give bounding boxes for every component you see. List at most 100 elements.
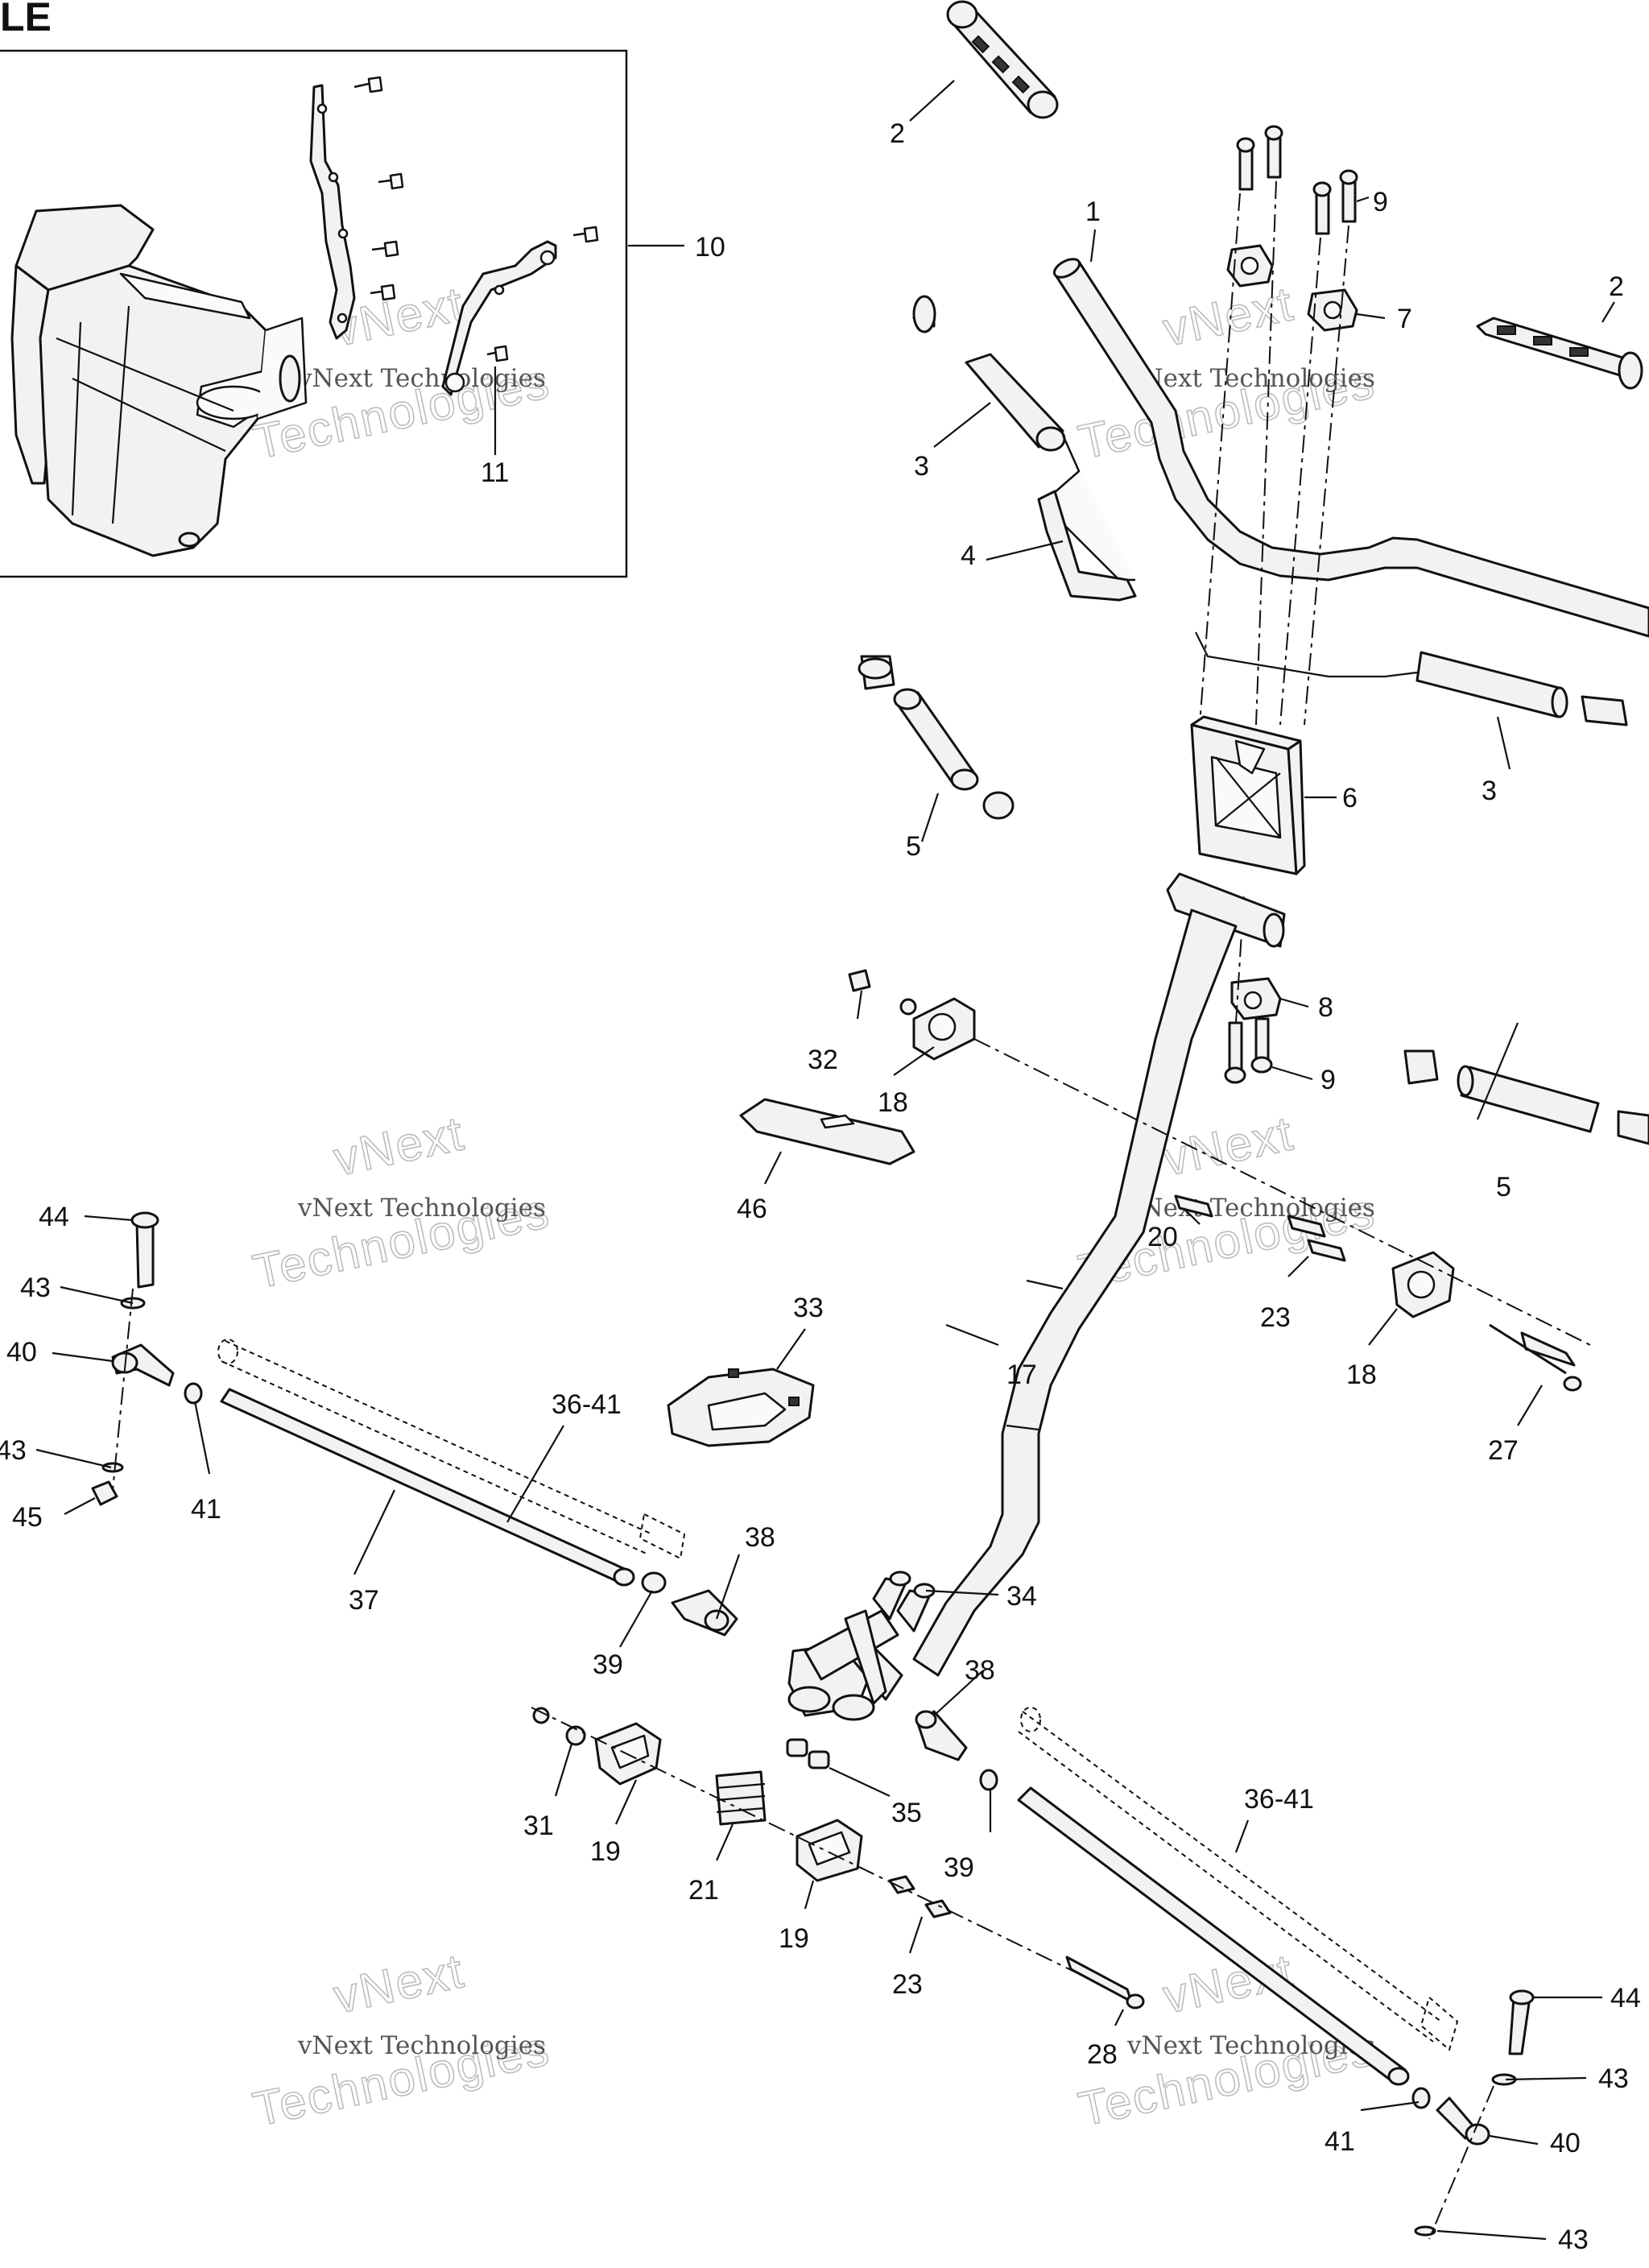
label-17: 17 — [1006, 1360, 1037, 1390]
watermark-text: vNext Technologies — [297, 1194, 546, 1223]
clamp-bolts-lower — [1224, 1017, 1273, 1084]
column-pad — [739, 1098, 915, 1165]
label-27: 27 — [1488, 1435, 1519, 1466]
watermark-logo-top: vNext — [329, 1943, 469, 2024]
tie-rod-joint-left — [641, 1571, 738, 1637]
label-44: 44 — [39, 1202, 69, 1232]
part-labels: 1 2 2 3 3 4 5 5 6 7 8 9 9 10 11 17 18 18… — [0, 118, 1641, 2255]
inset-screws — [353, 76, 599, 362]
label-38: 38 — [965, 1655, 995, 1686]
column-bearing-right — [1391, 1251, 1455, 1318]
label-41: 41 — [191, 1494, 221, 1525]
label-34: 34 — [1006, 1581, 1037, 1612]
column-cover — [667, 1368, 815, 1447]
tie-rod-right — [1017, 1707, 1459, 2086]
watermark-text: vNext Technologies — [297, 2031, 546, 2060]
label-9: 9 — [1320, 1065, 1336, 1095]
clamp-cap-upper-left — [1226, 244, 1274, 288]
header-title: LE — [0, 0, 52, 39]
label-3: 3 — [1482, 776, 1497, 806]
clamp-bolts-upper — [1236, 125, 1358, 235]
label-20: 20 — [1147, 1222, 1178, 1252]
watermark: Technologies vNext vNext Technologies — [248, 1943, 556, 2137]
label-33: 33 — [793, 1293, 824, 1323]
tie-rod-end-left — [91, 1211, 203, 1506]
watermark-text: vNext Technologies — [1126, 364, 1375, 393]
label-44: 44 — [1610, 1983, 1641, 2013]
label-21: 21 — [688, 1875, 719, 1906]
label-5: 5 — [1496, 1172, 1511, 1202]
label-19: 19 — [779, 1923, 809, 1954]
label-3: 3 — [914, 451, 929, 482]
heater-right — [1415, 651, 1628, 726]
label-2: 2 — [1609, 271, 1624, 302]
label-23: 23 — [892, 1969, 923, 2000]
mount-bracket-right — [441, 240, 557, 396]
watermark-logo-top: vNext — [1159, 1106, 1299, 1186]
label-36-41: 36-41 — [1244, 1784, 1314, 1815]
label-9: 9 — [1373, 187, 1388, 217]
label-28: 28 — [1087, 2039, 1118, 2070]
clamp-cap-lower — [1230, 977, 1282, 1020]
label-32: 32 — [808, 1045, 838, 1075]
watermark: Technologies vNext vNext Technologies — [248, 1105, 556, 1299]
label-18: 18 — [878, 1087, 908, 1118]
label-23: 23 — [1260, 1302, 1291, 1333]
label-43: 43 — [1558, 2225, 1589, 2255]
watermark-text: vNext Technologies — [297, 364, 546, 393]
label-36-41: 36-41 — [552, 1389, 622, 1420]
label-37: 37 — [349, 1585, 379, 1616]
label-39: 39 — [593, 1649, 623, 1680]
hand-grip-top — [946, 0, 1059, 119]
label-8: 8 — [1318, 992, 1333, 1023]
column-base — [787, 1609, 903, 1721]
lower-column-assembly — [531, 1707, 1145, 2009]
label-46: 46 — [737, 1194, 767, 1224]
throttle-lever — [1037, 490, 1137, 602]
label-43: 43 — [1598, 2063, 1629, 2094]
label-7: 7 — [1397, 304, 1412, 334]
label-10: 10 — [695, 232, 725, 263]
label-31: 31 — [523, 1811, 554, 1841]
handlebar-pad-left — [858, 655, 1015, 820]
handlebar-pad-right — [1403, 1049, 1649, 1145]
column-bolts — [872, 1571, 936, 1633]
label-43: 43 — [0, 1435, 27, 1466]
label-19: 19 — [590, 1836, 621, 1867]
inset-frame — [0, 49, 628, 578]
tie-rod-left — [217, 1339, 686, 1587]
label-38: 38 — [745, 1522, 775, 1553]
label-6: 6 — [1342, 783, 1358, 813]
spacers — [786, 1738, 830, 1769]
clamp-cap-upper-right — [1307, 288, 1358, 332]
assembly-axis-upper — [973, 1038, 1591, 1392]
label-2: 2 — [890, 118, 905, 149]
label-41: 41 — [1325, 2126, 1355, 2157]
label-40: 40 — [6, 1337, 37, 1368]
label-18: 18 — [1346, 1360, 1377, 1390]
hand-grip-right — [1476, 317, 1643, 390]
label-35: 35 — [891, 1798, 922, 1828]
label-39: 39 — [944, 1852, 974, 1883]
watermark-logo-top: vNext — [329, 1106, 469, 1186]
mount-bracket-left — [309, 84, 356, 340]
display-housing — [10, 204, 308, 557]
column-bearing-upper — [848, 969, 976, 1061]
handlebar — [1052, 258, 1649, 638]
tie-rod-end-right — [915, 1710, 1535, 2240]
steering-column — [912, 872, 1286, 1677]
label-45: 45 — [12, 1502, 43, 1533]
label-1: 1 — [1085, 197, 1101, 227]
watermark-text: vNext Technologies — [1126, 1194, 1375, 1223]
label-11: 11 — [481, 457, 509, 488]
heater-left — [912, 295, 1066, 452]
watermark-logo-top: vNext — [1159, 276, 1299, 357]
leader-lines — [35, 80, 1615, 2241]
label-5: 5 — [906, 831, 921, 862]
label-43: 43 — [20, 1273, 51, 1303]
label-4: 4 — [961, 540, 976, 571]
watermark: Technologies vNext vNext Technologies — [1073, 1943, 1381, 2137]
label-40: 40 — [1550, 2128, 1581, 2158]
